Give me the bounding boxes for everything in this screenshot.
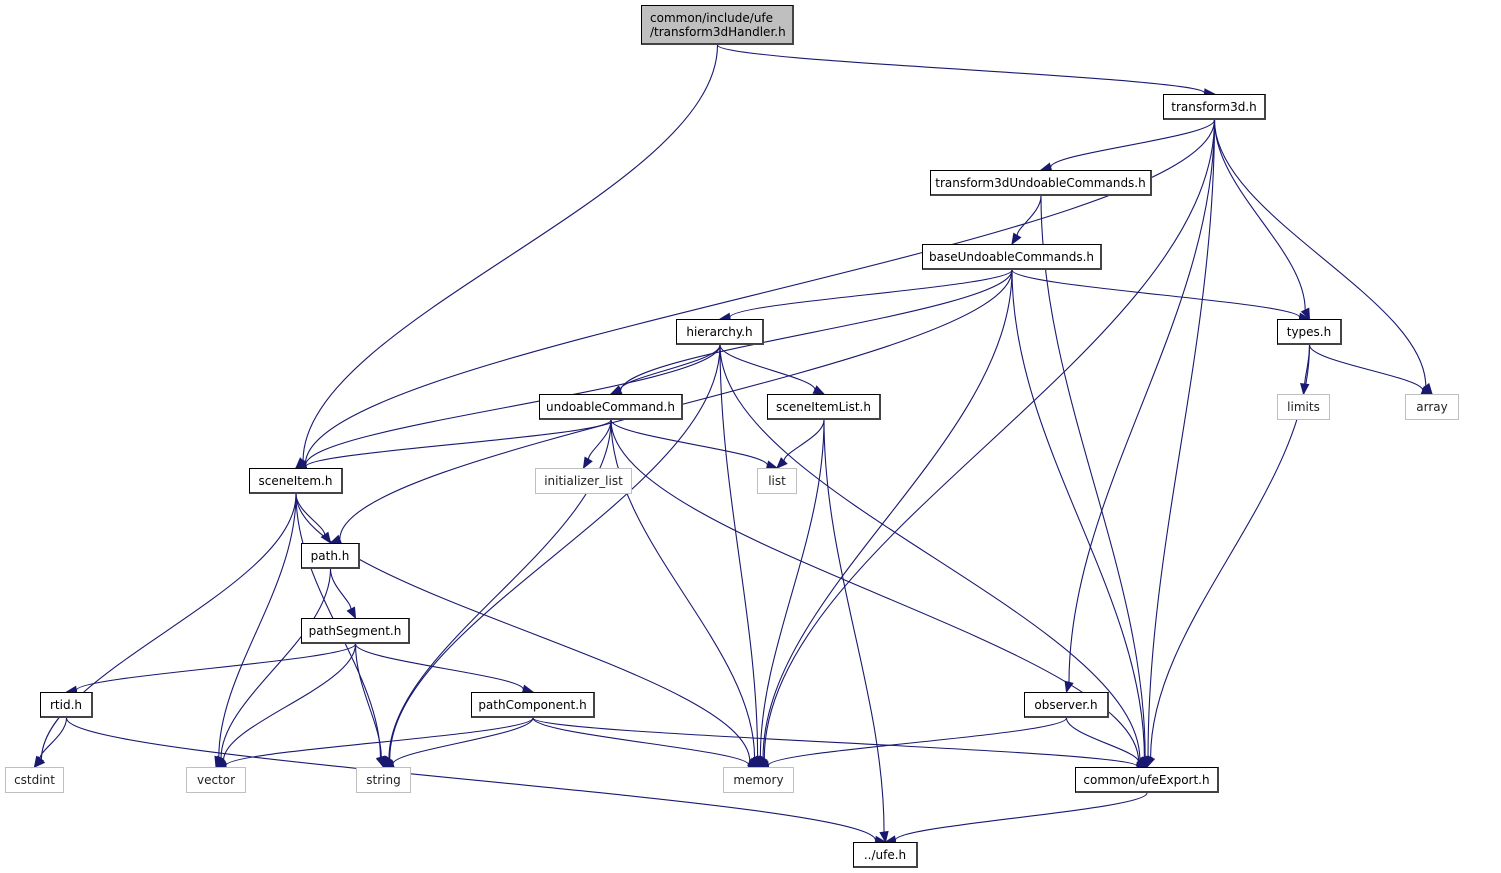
edge-transform3d-to-sceneItem — [304, 119, 1216, 465]
node-ufeExport[interactable]: common/ufeExport.h — [1075, 767, 1219, 793]
edge-pathComponent-to-ufeExport — [532, 717, 1138, 767]
arrowhead-pathSegment-to-string — [376, 755, 386, 769]
edge-hierarchy-to-memory — [719, 344, 759, 758]
edge-sceneItem-to-path — [295, 493, 326, 535]
edge-pathComponent-to-string — [392, 717, 534, 765]
node-types[interactable]: types.h — [1277, 319, 1342, 345]
arrowhead-sceneItemList-to-list — [776, 457, 788, 469]
edge-transform3d-to-array — [1213, 119, 1427, 387]
edge-hierarchy-to-undoableCommand — [619, 344, 721, 391]
node-transform3dUndoableCommands[interactable]: transform3dUndoableCommands.h — [930, 170, 1152, 196]
edge-transform3dHandler-to-sceneItem — [302, 44, 719, 461]
arrowhead-baseUndo-to-path — [329, 534, 343, 544]
arrowhead-rtid-to-cstdint — [33, 755, 45, 769]
edge-pathSegment-to-rtid — [75, 643, 357, 691]
node-undoableCommand[interactable]: undoableCommand.h — [539, 394, 683, 420]
edge-hierarchy-to-ufeExport — [719, 344, 1141, 760]
edge-baseUndo-to-ufeExport — [1011, 269, 1145, 758]
edge-baseUndo-to-types — [1011, 269, 1301, 318]
arrowhead-types-to-ufeExport — [1146, 755, 1156, 769]
edge-sceneItem-to-memory — [295, 493, 751, 762]
edge-hierarchy-to-sceneItem — [305, 344, 721, 466]
edge-pathSegment-to-vector — [222, 643, 357, 761]
node-limits: limits — [1277, 394, 1330, 420]
node-sceneItem[interactable]: sceneItem.h — [249, 468, 343, 494]
node-label-line1: common/include/ufe — [650, 10, 774, 25]
edge-types-to-array — [1308, 344, 1424, 391]
edge-observer-to-memory — [767, 717, 1068, 766]
arrowhead-transform3d-to-observer — [1064, 680, 1074, 694]
arrowhead-hierarchy-to-sceneItemList — [812, 385, 826, 395]
node-cstdint: cstdint — [5, 767, 64, 793]
node-label-line2: /transform3dHandler.h — [650, 24, 786, 39]
node-transform3d[interactable]: transform3d.h — [1163, 94, 1266, 120]
edge-hierarchy-to-sceneItemList — [719, 344, 816, 390]
edge-transform3d-to-t3dUndo — [1050, 119, 1216, 168]
arrowhead-hierarchy-to-undoableCommand — [609, 385, 623, 395]
edge-transform3d-to-memory — [763, 119, 1216, 759]
edge-undoableCommand-to-sceneItem — [305, 419, 612, 467]
edge-sceneItemList-to-list — [783, 419, 825, 462]
edge-sceneItemList-to-ufe — [823, 419, 885, 833]
node-vector: vector — [186, 767, 246, 793]
arrowhead-observer-to-ufeExport — [1135, 757, 1149, 768]
node-sceneItemList[interactable]: sceneItemList.h — [767, 394, 881, 420]
node-hierarchy[interactable]: hierarchy.h — [676, 319, 764, 345]
node-list: list — [757, 468, 797, 494]
node-pathComponent[interactable]: pathComponent.h — [471, 692, 595, 718]
node-initializer-list: initializer_list — [535, 468, 632, 494]
edge-rtid-to-ufe — [65, 717, 877, 841]
edge-sceneItem-to-vector — [218, 493, 297, 758]
edge-transform3dHandler-to-transform3d — [716, 44, 1206, 94]
node-path[interactable]: path.h — [301, 543, 360, 569]
edge-observer-to-ufeExport — [1065, 717, 1140, 763]
edge-path-to-vector — [220, 568, 332, 759]
edge-pathComponent-to-memory — [532, 717, 750, 766]
arrowhead-undoableCommand-to-initializer_list — [582, 456, 593, 470]
arrowhead-sceneItemList-to-ufe — [879, 830, 889, 844]
node-ufe[interactable]: ../ufe.h — [853, 842, 918, 868]
edge-baseUndo-to-memory — [762, 269, 1013, 759]
edge-undoableCommand-to-initializer_list — [587, 419, 612, 460]
edge-undoableCommand-to-ufeExport — [610, 419, 1140, 762]
node-array: array — [1405, 394, 1459, 420]
edge-baseUndo-to-undoableCommand — [620, 269, 1013, 392]
edge-transform3d-to-observer — [1068, 119, 1216, 683]
node-string: string — [356, 767, 411, 793]
arrowhead-transform3d-to-types — [1300, 307, 1311, 321]
edge-pathComponent-to-vector — [225, 717, 534, 766]
arrowhead-t3dUndo-to-baseUndo — [1011, 232, 1022, 246]
edge-pathSegment-to-string — [354, 643, 382, 758]
edge-transform3d-to-ufeExport — [1147, 119, 1216, 758]
edge-undoableCommand-to-list — [610, 419, 768, 466]
edge-undoableCommand-to-memory — [610, 419, 756, 758]
edge-pathSegment-to-pathComponent — [354, 643, 524, 690]
arrowhead-sceneItemList-to-memory — [755, 755, 766, 769]
node-transform3dHandler[interactable]: common/include/ufe /transform3dHandler.h — [641, 5, 794, 45]
edge-path-to-pathSegment — [329, 568, 352, 610]
node-baseUndoableCommands[interactable]: baseUndoableCommands.h — [922, 244, 1102, 270]
node-pathSegment[interactable]: pathSegment.h — [301, 618, 410, 644]
edge-baseUndo-to-hierarchy — [729, 269, 1013, 318]
node-memory: memory — [723, 767, 794, 793]
edge-rtid-to-cstdint — [39, 717, 68, 759]
edge-ufeExport-to-ufe — [894, 792, 1148, 841]
edge-transform3d-to-types — [1213, 119, 1306, 310]
edge-sceneItemList-to-memory — [759, 419, 825, 758]
arrowhead-path-to-pathSegment — [346, 606, 357, 620]
edge-hierarchy-to-string — [389, 344, 721, 760]
node-observer[interactable]: observer.h — [1024, 692, 1109, 718]
edge-t3dUndo-to-ufeExport — [1040, 195, 1146, 758]
edge-t3dUndo-to-baseUndo — [1016, 195, 1042, 236]
node-rtid[interactable]: rtid.h — [40, 692, 93, 718]
edge-sceneItem-to-cstdint — [40, 493, 297, 760]
